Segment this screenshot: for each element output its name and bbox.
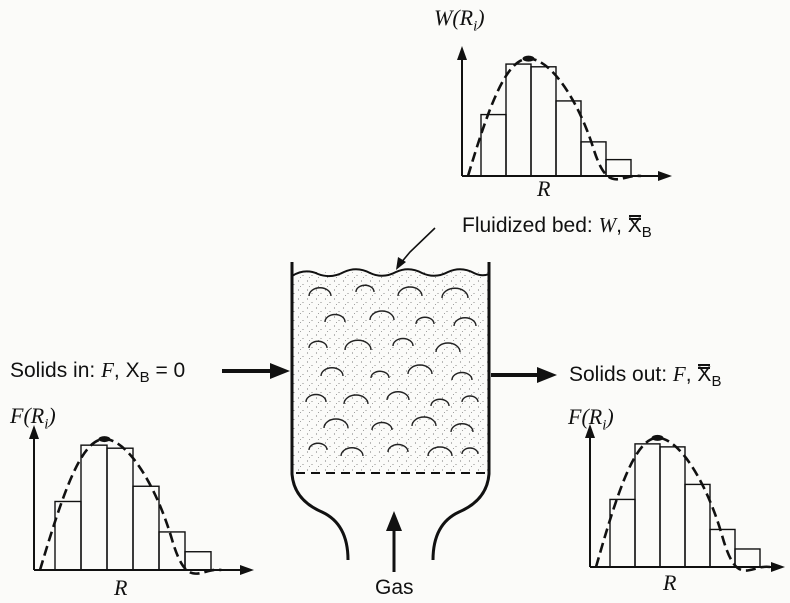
- bubble: [386, 391, 410, 401]
- bubble: [441, 287, 469, 299]
- outlet-label-xbar: X: [697, 363, 712, 386]
- bubble: [340, 447, 364, 457]
- bubble: [411, 416, 437, 427]
- bed-label-sub: B: [641, 224, 652, 242]
- bed-particles: [292, 272, 489, 472]
- bubble: [371, 421, 393, 431]
- inlet-label-f: F: [101, 358, 114, 382]
- x-axis-arrowhead: [771, 562, 785, 572]
- outlet-distribution-plot: [585, 424, 785, 572]
- inlet-label: Solids in: F, XB = 0: [10, 358, 186, 387]
- bed-label-leader-arrowhead: [396, 257, 406, 270]
- histogram-bar: [158, 531, 186, 571]
- bubble: [305, 393, 327, 403]
- bubble: [392, 337, 414, 347]
- bubble: [451, 371, 473, 381]
- histogram-bar: [659, 446, 686, 568]
- histogram-bar: [106, 447, 134, 571]
- bed-label-text: Fluidized bed:: [462, 214, 593, 237]
- bubble: [435, 342, 461, 353]
- bubble: [320, 367, 344, 377]
- inlet-plot-xlabel: R: [114, 575, 128, 600]
- smooth-distribution-curve: [38, 437, 222, 575]
- bubble: [427, 446, 453, 457]
- bubble: [453, 317, 477, 327]
- inlet-plot-ylabel: F(Ri): [10, 403, 56, 433]
- curve-peak-marker: [522, 55, 535, 62]
- bubble: [308, 287, 332, 297]
- outlet-label-f: F: [672, 362, 686, 386]
- bubble: [461, 447, 479, 455]
- bubble: [430, 398, 450, 407]
- bubble: [355, 284, 375, 293]
- bubble: [407, 364, 433, 375]
- histogram-bar: [80, 444, 108, 571]
- bed-distribution-plot: [457, 46, 672, 181]
- bubble: [461, 395, 479, 403]
- bed-label-xbar: X: [627, 214, 642, 237]
- curve-peak-marker: [98, 436, 111, 443]
- inlet-label-sub: B: [139, 369, 150, 387]
- bubble: [308, 340, 328, 349]
- bubble: [370, 370, 390, 379]
- inlet-arrow: [222, 363, 290, 379]
- bubble: [415, 316, 435, 325]
- bubble: [450, 423, 474, 433]
- histogram-bar: [555, 100, 582, 177]
- bubble: [323, 418, 349, 429]
- histogram-bar: [734, 548, 761, 568]
- bubble: [397, 286, 423, 297]
- bed-plot-ylabel: W(Ri): [434, 5, 485, 35]
- histogram-bar: [530, 66, 557, 177]
- histogram-bar: [709, 528, 736, 568]
- inlet-label-x: X: [125, 359, 140, 382]
- bubble: [343, 394, 369, 405]
- inlet-label-text: Solids in:: [10, 359, 96, 382]
- smooth-distribution-curve: [594, 436, 771, 572]
- y-axis-arrowhead: [29, 425, 39, 439]
- outlet-arrow: [491, 367, 557, 383]
- inlet-distribution-plot: [29, 425, 254, 575]
- bed-label-w: W: [598, 213, 617, 237]
- bubble: [308, 442, 328, 451]
- gas-arrow: [386, 511, 402, 572]
- x-axis-arrowhead: [240, 565, 254, 575]
- y-axis-arrowhead: [457, 46, 467, 60]
- bubble: [324, 313, 346, 323]
- bubble: [369, 310, 395, 321]
- histogram-bar: [605, 158, 632, 177]
- outlet-label: Solids out: F, XB: [569, 362, 722, 391]
- vessel-right-wall: [431, 262, 491, 561]
- bed-label: Fluidized bed: W, XB: [462, 213, 652, 242]
- histogram-bar: [684, 483, 711, 568]
- y-axis-arrowhead: [585, 424, 595, 438]
- smooth-distribution-curve: [466, 57, 642, 181]
- histogram-bar: [634, 443, 661, 568]
- bed-plot-xlabel: R: [537, 176, 551, 201]
- fluidized-bed-vessel: [290, 262, 491, 561]
- x-axis-arrowhead: [658, 171, 672, 181]
- outlet-label-text: Solids out:: [569, 363, 668, 386]
- outlet-plot-ylabel: F(Ri): [568, 404, 614, 434]
- outlet-label-sub: B: [711, 373, 722, 391]
- bed-label-leader: [399, 227, 436, 265]
- outlet-plot-xlabel: R: [663, 570, 677, 595]
- curve-peak-marker: [651, 434, 664, 441]
- histogram-bar: [505, 63, 532, 177]
- bed-surface: [291, 268, 490, 278]
- histogram-bar: [132, 485, 160, 571]
- bubble: [387, 443, 409, 453]
- vessel-left-wall: [290, 262, 350, 561]
- inlet-label-value: = 0: [155, 359, 186, 382]
- histogram-bar: [184, 551, 212, 571]
- bubble: [344, 339, 372, 351]
- gas-label: Gas: [375, 576, 414, 599]
- bubbles: [305, 284, 479, 457]
